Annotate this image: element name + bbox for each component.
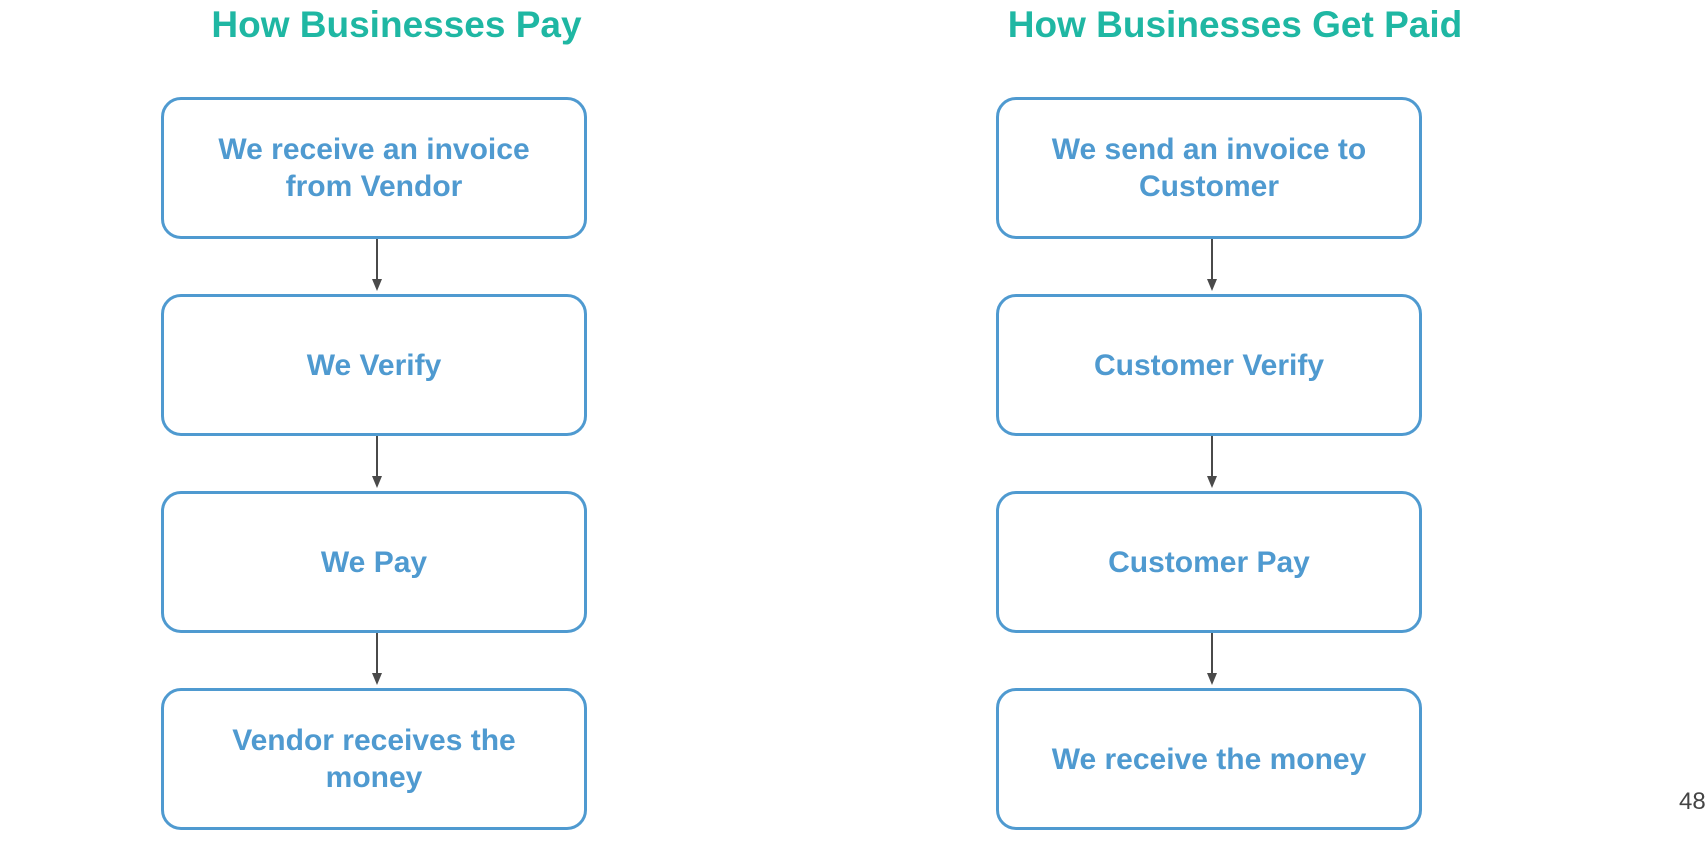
right-step-customer-verify: Customer Verify — [996, 294, 1422, 436]
right-step-we-receive-money: We receive the money — [996, 688, 1422, 830]
right-arrow-1-icon — [1207, 239, 1217, 291]
left-flow-title: How Businesses Pay — [211, 4, 582, 45]
right-step-customer-pay: Customer Pay — [996, 491, 1422, 633]
left-arrow-2-icon — [372, 436, 382, 488]
right-step-send-invoice: We send an invoice to Customer — [996, 97, 1422, 239]
left-step-receive-invoice: We receive an invoice from Vendor — [161, 97, 587, 239]
left-step-vendor-receives: Vendor receives the money — [161, 688, 587, 830]
right-arrow-3-icon — [1207, 633, 1217, 685]
left-arrow-3-icon — [372, 633, 382, 685]
left-step-verify: We Verify — [161, 294, 587, 436]
left-arrow-1-icon — [372, 239, 382, 291]
page-number: 48 — [1679, 788, 1706, 815]
right-flow-title: How Businesses Get Paid — [1007, 4, 1463, 45]
right-arrow-2-icon — [1207, 436, 1217, 488]
left-step-pay: We Pay — [161, 491, 587, 633]
